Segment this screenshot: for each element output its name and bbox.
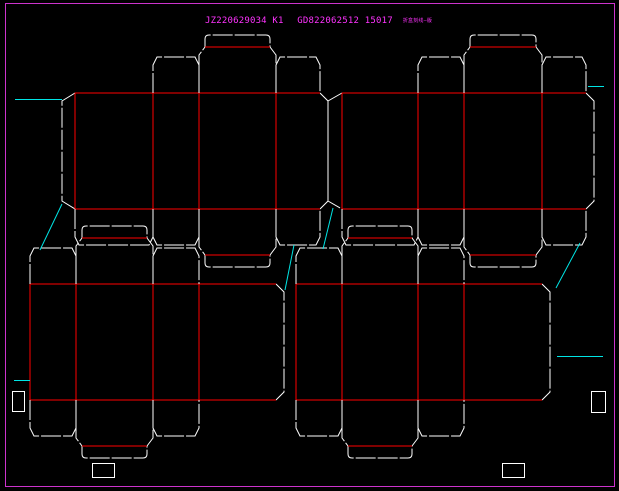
- tuck-flap: [198, 209, 277, 268]
- guide-line: [39, 203, 63, 251]
- dust-flap: [29, 400, 77, 437]
- end-edge: [275, 283, 285, 401]
- dust-flap: [417, 400, 465, 437]
- sheet-frame: [5, 3, 615, 487]
- tuck-flap: [463, 34, 543, 93]
- dust-flap: [541, 209, 587, 246]
- dust-flap: [152, 400, 200, 437]
- tuck-flap: [341, 400, 419, 459]
- dust-flap: [417, 56, 465, 93]
- dust-flap: [341, 209, 419, 246]
- guide-line: [322, 207, 334, 250]
- dust-flap: [152, 247, 200, 284]
- guide-lines: [14, 86, 604, 381]
- end-edge: [541, 283, 551, 401]
- glue-flap: [327, 92, 343, 210]
- tuck-flap: [75, 225, 154, 284]
- registration-mark-bottom-right: [502, 463, 525, 478]
- dust-flap: [417, 209, 465, 246]
- dust-flap: [295, 247, 343, 284]
- guide-line: [284, 244, 295, 291]
- dust-flap: [275, 209, 321, 246]
- carton-blank-bottom-left: [29, 225, 285, 459]
- dust-flap: [74, 209, 154, 246]
- tuck-flap: [341, 225, 419, 284]
- drawing-note: 折盒刻线—版: [402, 18, 433, 24]
- dust-flap: [417, 247, 465, 284]
- dust-flap: [541, 56, 587, 93]
- end-edge: [585, 92, 595, 210]
- dust-flap: [275, 56, 321, 93]
- carton-blank-top-left: [61, 34, 329, 268]
- dust-flap: [152, 209, 200, 246]
- tuck-flap: [75, 400, 154, 459]
- registration-marks: [12, 391, 606, 478]
- dust-flap: [152, 56, 200, 93]
- dust-flap: [295, 400, 343, 437]
- registration-mark-bottom-left: [92, 463, 115, 478]
- drawing-title: JZ220629034 K1 GD822062512 15017 折盒刻线—版: [205, 16, 432, 26]
- carton-blank-bottom-right: [295, 225, 551, 459]
- registration-mark-right: [591, 391, 606, 413]
- guide-line: [555, 242, 581, 289]
- glue-flap: [61, 92, 76, 210]
- dust-flap: [29, 247, 77, 284]
- die-number: GD822062512 15017: [297, 16, 393, 26]
- job-number: JZ220629034 K1: [205, 16, 284, 26]
- end-edge: [319, 92, 329, 210]
- tuck-flap: [463, 209, 543, 268]
- tuck-flap: [198, 34, 277, 93]
- registration-mark-left: [12, 391, 25, 412]
- carton-blank-top-right: [327, 34, 595, 268]
